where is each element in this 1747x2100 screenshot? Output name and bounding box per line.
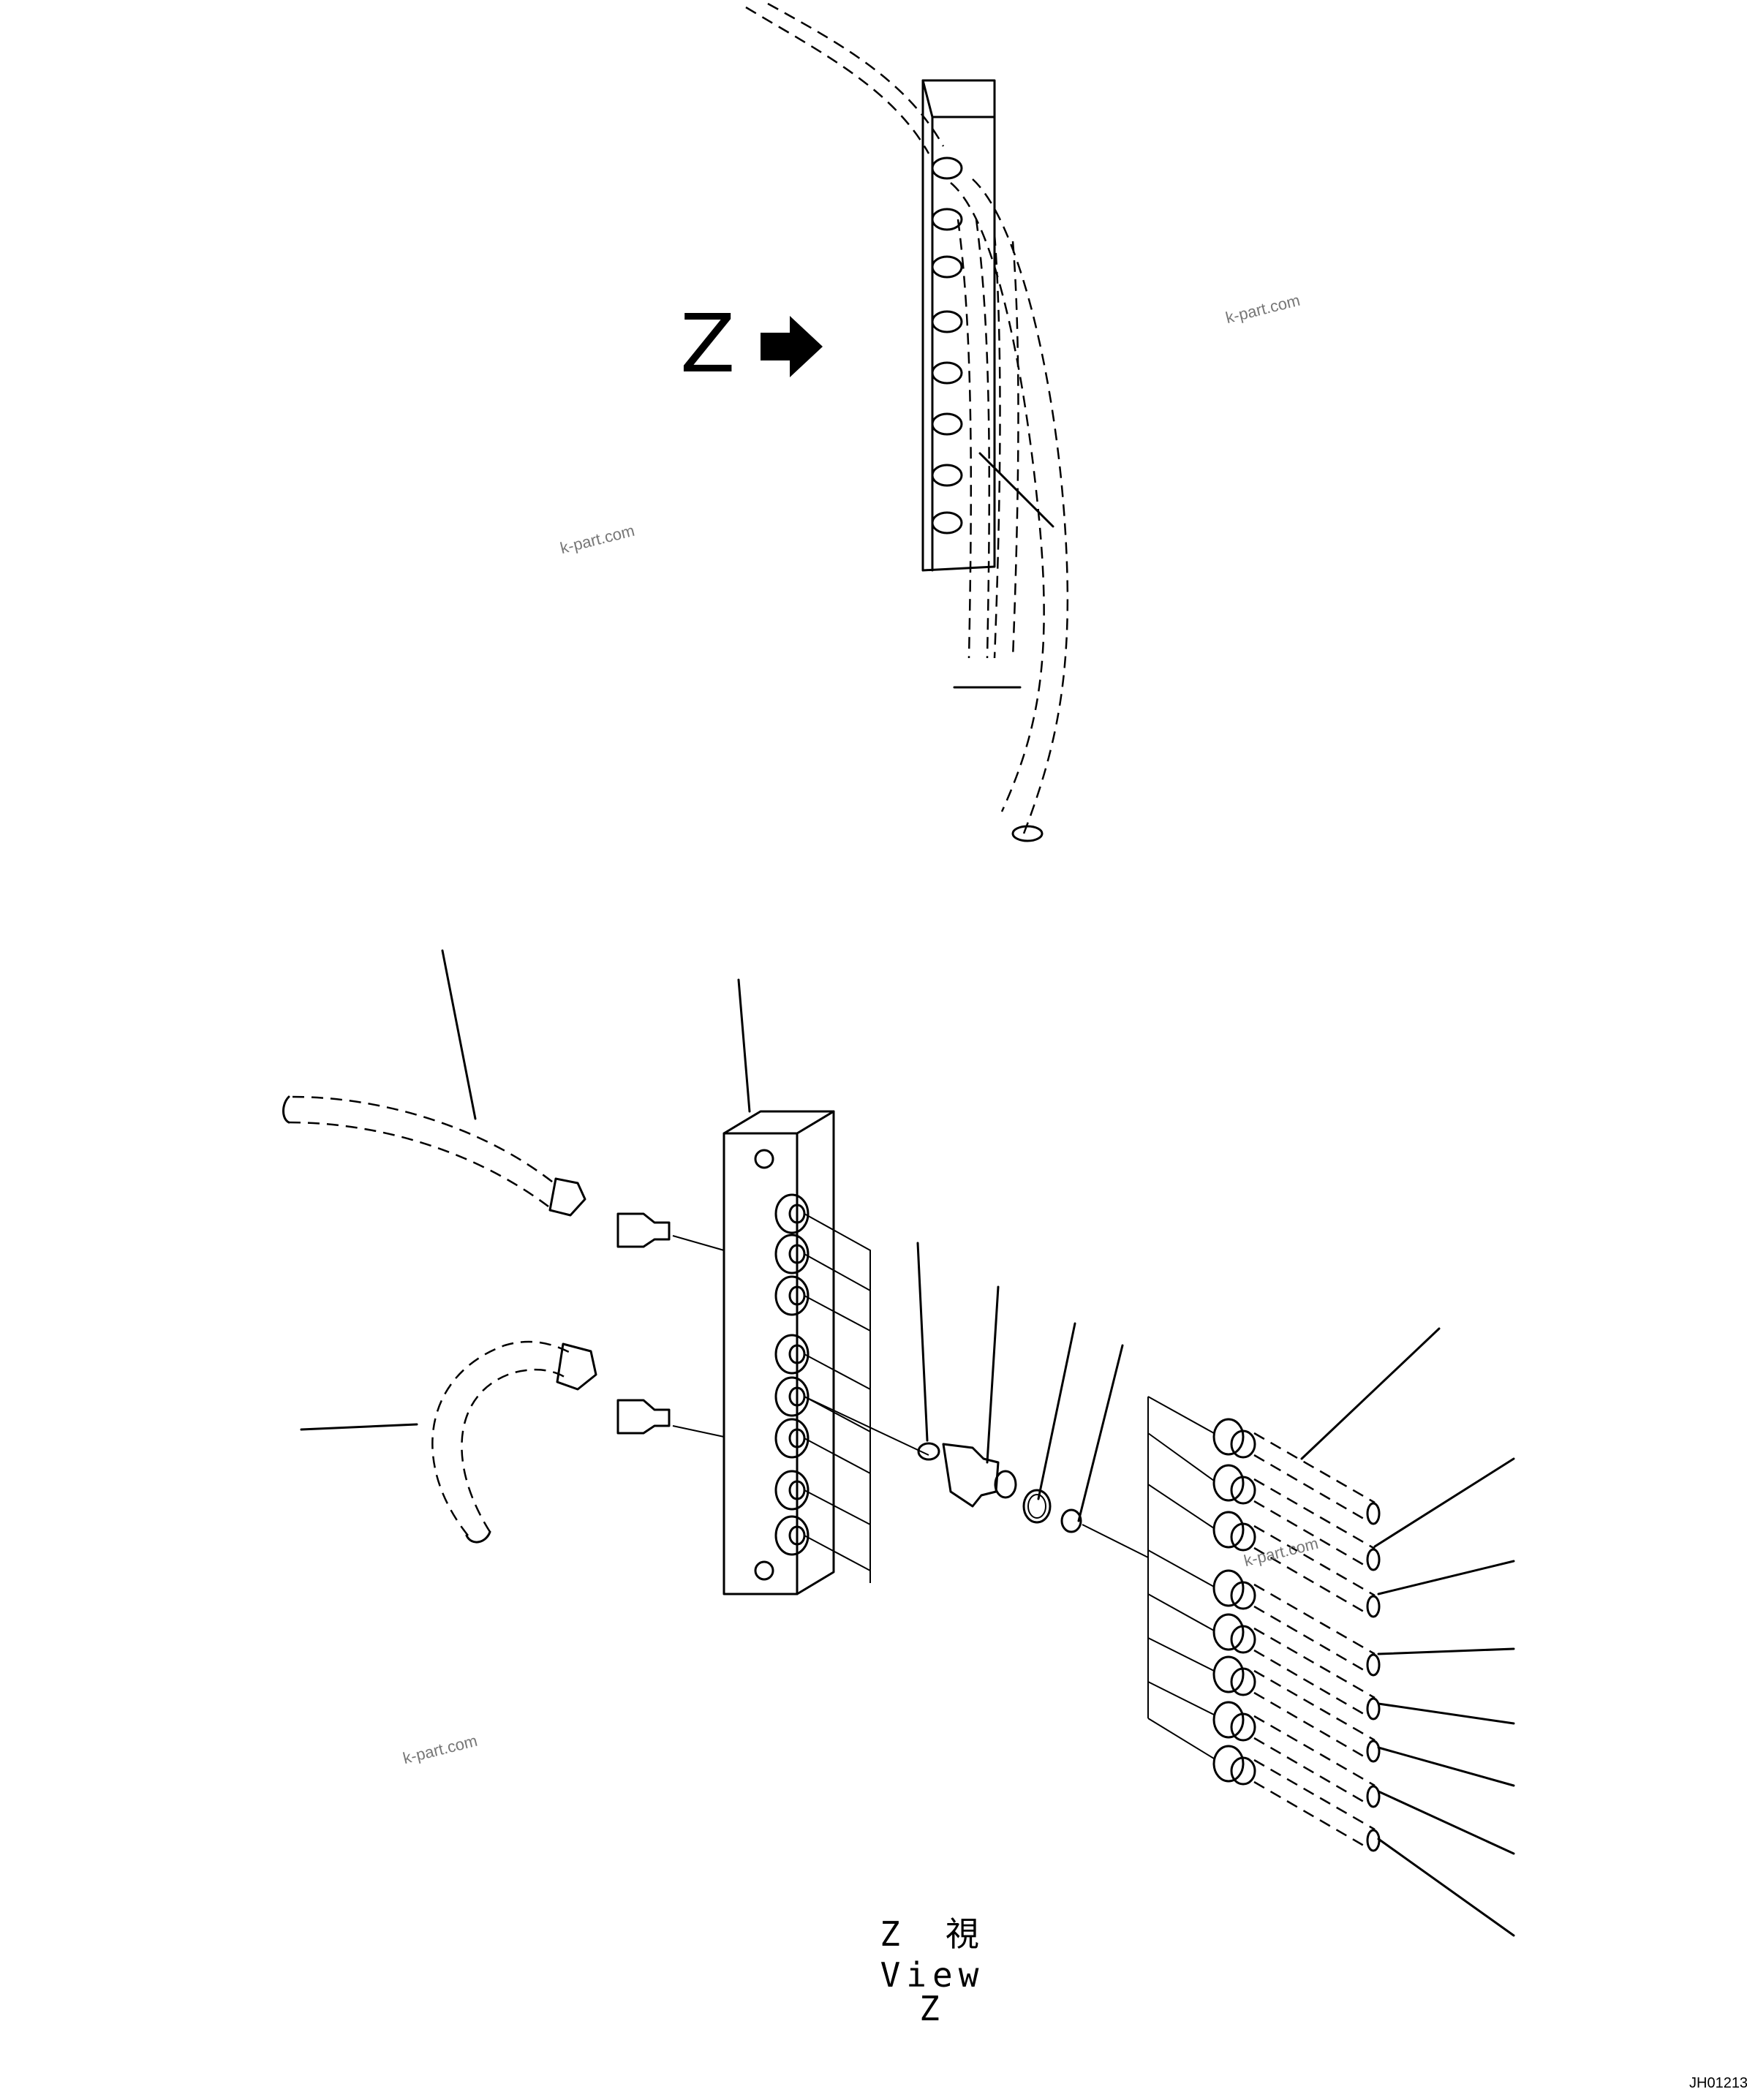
leader-lines-right bbox=[1300, 1327, 1515, 1937]
manifold-block-top bbox=[921, 79, 996, 572]
top-assembly bbox=[745, 2, 1069, 842]
caption-japanese: Z 視 bbox=[880, 1914, 985, 1954]
o-ring-large bbox=[1022, 1489, 1052, 1524]
hose-nut-upper bbox=[548, 1177, 586, 1217]
manifold-block bbox=[722, 1110, 835, 1595]
view-marker-label: Z bbox=[680, 297, 736, 390]
hose-fittings-right bbox=[1212, 1418, 1381, 1852]
adapter-upper bbox=[616, 1212, 671, 1248]
hose-nut-lower bbox=[556, 1342, 597, 1391]
fitting-connector bbox=[942, 1443, 1000, 1508]
exploded-view bbox=[282, 949, 1515, 1937]
fittings-top bbox=[931, 156, 963, 535]
o-ring-right bbox=[1060, 1508, 1082, 1533]
o-ring-small bbox=[917, 1442, 940, 1461]
view-arrow-icon bbox=[761, 316, 823, 377]
drawing-id: JH012132 bbox=[1689, 2075, 1747, 2091]
port-bosses bbox=[774, 1193, 810, 1556]
caption-english: View Z bbox=[880, 1955, 985, 2028]
adapter-lower bbox=[616, 1399, 671, 1435]
